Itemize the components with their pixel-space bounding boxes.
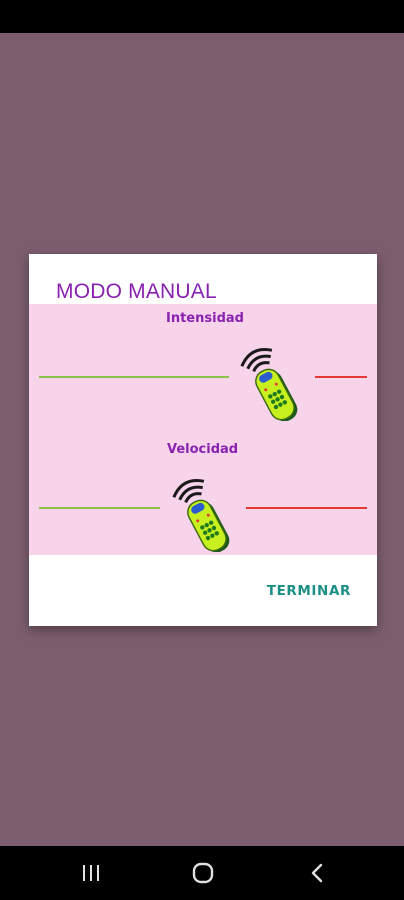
remote-control-icon (240, 348, 298, 422)
speed-label: Velocidad (167, 442, 239, 457)
intensity-label: Intensidad (166, 311, 244, 326)
sliders-panel: Intensidad Veloci (29, 304, 377, 555)
back-icon (311, 863, 323, 883)
recents-icon (83, 865, 99, 881)
intensity-track-remaining (315, 376, 367, 378)
terminate-button[interactable]: TERMINAR (266, 583, 351, 599)
intensity-track-filled (39, 376, 229, 378)
speed-slider-thumb[interactable] (160, 462, 240, 553)
dialog-title: MODO MANUAL (56, 280, 217, 303)
speed-track-remaining (246, 507, 367, 509)
speed-track-filled (39, 507, 160, 509)
back-button[interactable] (297, 858, 337, 888)
remote-control-icon (172, 479, 230, 553)
home-button[interactable] (183, 858, 223, 888)
intensity-slider-thumb[interactable] (228, 331, 308, 422)
home-icon (192, 862, 214, 884)
navigation-bar (0, 846, 404, 900)
recents-button[interactable] (71, 858, 111, 888)
manual-mode-dialog: MODO MANUAL Intensidad (29, 254, 377, 626)
status-bar (0, 0, 404, 33)
